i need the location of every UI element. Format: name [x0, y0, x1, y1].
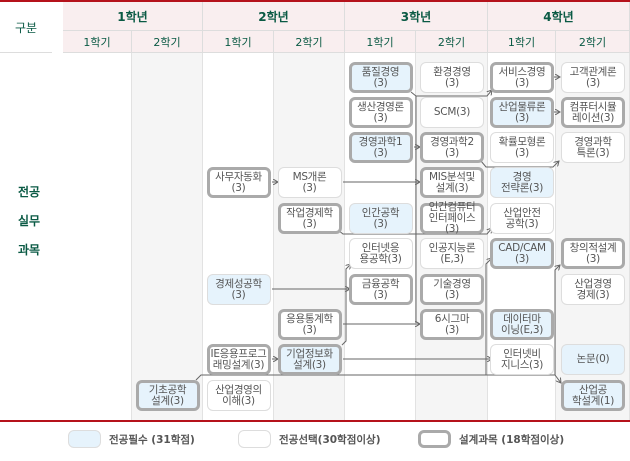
course-box[interactable]: 데이터마 이닝(E,3)	[490, 309, 554, 340]
course-box[interactable]: 논문(0)	[561, 344, 625, 375]
course-box[interactable]: 산업경영의 이해(3)	[206, 380, 271, 411]
legend-label: 설계과목 (18학점이상)	[459, 433, 565, 446]
legend-swatch	[68, 430, 101, 448]
course-box[interactable]: 인터넷응 용공학(3)	[348, 238, 413, 269]
course-box[interactable]: 산업공 학설계(1)	[561, 380, 625, 411]
year-header: 1학년	[63, 2, 203, 31]
category-header: 구분	[0, 2, 52, 53]
legend-label: 전공필수 (31학점)	[109, 433, 195, 446]
semester-column	[132, 53, 203, 420]
course-box[interactable]: 확률모형론 (3)	[490, 132, 554, 163]
side-label-2: 실무	[18, 214, 41, 228]
course-box[interactable]: 사무자동화 (3)	[206, 167, 271, 198]
semester-header: 2학기	[416, 31, 488, 53]
course-box[interactable]: MS개론 (3)	[277, 167, 342, 198]
course-box[interactable]: 산업경영 경제(3)	[561, 274, 625, 305]
course-box[interactable]: 창의적설계 (3)	[561, 238, 625, 269]
top-border	[0, 0, 630, 2]
course-box[interactable]: 금융공학 (3)	[348, 274, 413, 305]
course-box[interactable]: SCM(3)	[420, 97, 484, 128]
course-box[interactable]: 품질경영 (3)	[348, 62, 413, 93]
semester-column	[203, 53, 274, 420]
semester-header: 2학기	[132, 31, 203, 53]
legend-item: 전공선택(30학점이상)	[238, 430, 381, 448]
semester-column	[63, 53, 132, 420]
legend-swatch	[238, 430, 271, 448]
course-box[interactable]: 경제성공학 (3)	[206, 274, 271, 305]
course-box[interactable]: 산업안전 공학(3)	[490, 203, 554, 234]
legend-label: 전공선택(30학점이상)	[279, 433, 381, 446]
course-box[interactable]: 서비스경영 (3)	[490, 62, 554, 93]
legend-swatch	[418, 430, 451, 448]
course-box[interactable]: 인공지능론 (E,3)	[420, 238, 484, 269]
course-box[interactable]: 작업경제학 (3)	[277, 203, 342, 234]
course-box[interactable]: 경영과학 특론(3)	[561, 132, 625, 163]
bottom-border	[0, 420, 630, 422]
course-box[interactable]: 고객관계론 (3)	[561, 62, 625, 93]
course-box[interactable]: 환경경영 (3)	[420, 62, 484, 93]
course-box[interactable]: IE응용프로그 래밍설계(3)	[206, 344, 271, 375]
semester-header: 1학기	[488, 31, 556, 53]
course-box[interactable]: 경영과학2 (3)	[420, 132, 484, 163]
course-box[interactable]: 기술경영 (3)	[420, 274, 484, 305]
legend-item: 설계과목 (18학점이상)	[418, 430, 564, 448]
course-box[interactable]: CAD/CAM (3)	[490, 238, 554, 269]
semester-header: 1학기	[345, 31, 416, 53]
course-box[interactable]: 산업물류론 (3)	[490, 97, 554, 128]
arrow	[341, 264, 351, 346]
course-box[interactable]: 인간컴퓨터 인터페이스(3)	[420, 202, 484, 235]
semester-header: 1학기	[63, 31, 132, 53]
arrow	[410, 90, 492, 97]
year-header: 3학년	[345, 2, 488, 31]
semester-header: 1학기	[203, 31, 274, 53]
arrow	[337, 228, 492, 235]
course-box[interactable]: 컴퓨터시뮬 레이션(3)	[561, 97, 625, 128]
course-box[interactable]: 인터넷비 지니스(3)	[490, 344, 554, 375]
course-box[interactable]: 경영과학1 (3)	[348, 132, 413, 163]
year-header: 2학년	[203, 2, 345, 31]
arrow	[555, 265, 560, 375]
side-label-3: 과목	[18, 243, 41, 257]
course-box[interactable]: 기초공학 설계(3)	[135, 380, 200, 411]
semester-header: 2학기	[274, 31, 345, 53]
course-box[interactable]: 6시그마 (3)	[420, 309, 484, 340]
semester-column	[488, 53, 556, 420]
course-box[interactable]: 인간공학 (3)	[348, 203, 413, 234]
course-box[interactable]: MIS분석및 설계(3)	[420, 167, 484, 198]
course-box[interactable]: 응용통계학 (3)	[277, 309, 342, 340]
semester-header: 2학기	[556, 31, 630, 53]
legend-item: 전공필수 (31학점)	[68, 430, 195, 448]
course-box[interactable]: 생산경영론 (3)	[348, 97, 413, 128]
side-label-1: 전공	[18, 185, 41, 199]
course-box[interactable]: 경영 전략론(3)	[490, 167, 554, 198]
year-header: 4학년	[488, 2, 630, 31]
arrow	[486, 374, 561, 383]
course-box[interactable]: 기업정보화 설계(3)	[277, 344, 342, 375]
